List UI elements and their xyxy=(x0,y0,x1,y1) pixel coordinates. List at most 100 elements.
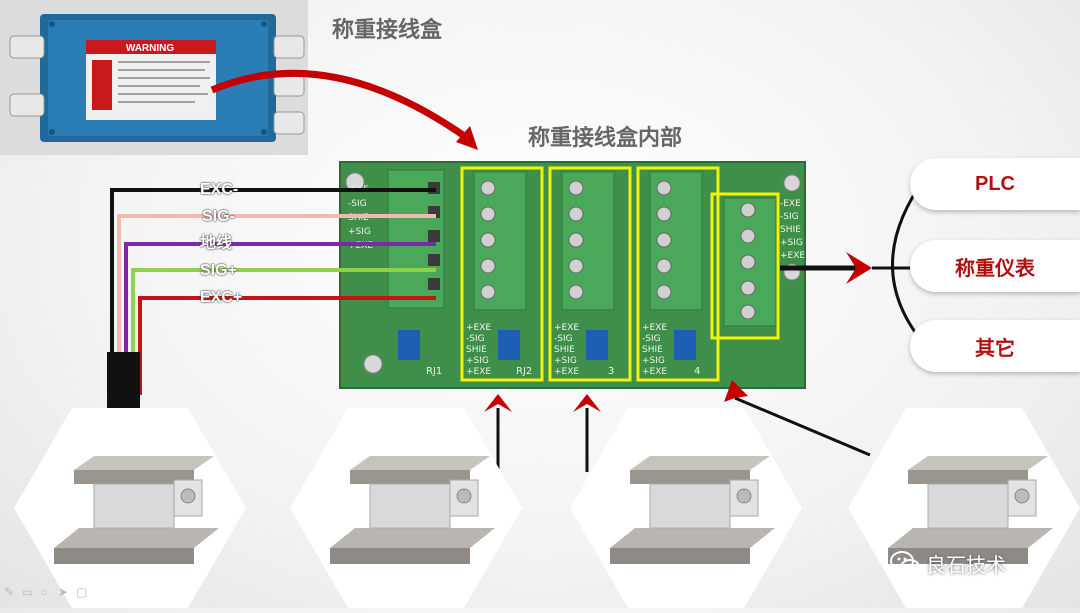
trim-potentiometer xyxy=(586,330,608,360)
channel-pin-label: SHIE xyxy=(466,345,487,355)
channel-highlight-box xyxy=(548,166,632,382)
channel-pin-label: +SIG xyxy=(554,356,577,366)
cable-sheath xyxy=(107,352,140,408)
up-arrow-icon xyxy=(573,394,601,412)
sensor-wires xyxy=(110,188,436,395)
wechat-icon xyxy=(890,551,920,575)
channel-pin-label: +EXE xyxy=(642,367,667,377)
output-label: PLC xyxy=(975,172,1015,195)
menu-icon[interactable]: ▢ xyxy=(76,585,88,599)
channel-id-label: RJ1 xyxy=(426,366,442,377)
output-label: 其它 xyxy=(975,337,1015,360)
junction-box-illustration: WARNING xyxy=(0,0,308,155)
output-pin-label: +SIG xyxy=(780,238,803,248)
board-screw-icon xyxy=(363,354,383,374)
terminal-screw-icon xyxy=(568,284,584,300)
up-arrow-icon xyxy=(484,394,512,412)
terminal-screw-icon xyxy=(568,232,584,248)
trim-potentiometer xyxy=(498,330,520,360)
channel-terminal-blocks: +EXE-SIGSHIE+SIG+EXE+EXE-SIGSHIE+SIG+EXE… xyxy=(398,166,720,382)
channel-pin-label: +SIG xyxy=(466,356,489,366)
output-pin-labels: -EXE -SIG SHIE +SIG +EXE xyxy=(780,199,805,261)
wire-label: EXC- xyxy=(200,181,239,198)
load-cell-icon xyxy=(330,456,495,564)
load-cell-card xyxy=(570,408,802,608)
junction-box-photo: WARNING xyxy=(0,0,308,155)
terminal-screw-icon xyxy=(480,284,496,300)
input-terminal-block xyxy=(387,169,445,309)
watermark-text: 良石技术 xyxy=(926,554,1006,577)
output-pin-label: +EXE xyxy=(780,251,805,261)
sensor-leads xyxy=(496,396,871,472)
terminal-screw-icon xyxy=(656,284,672,300)
channel-pin-label: +EXE xyxy=(466,367,491,377)
output-arrow-icon xyxy=(846,252,872,284)
channel-pin-label: SHIE xyxy=(554,345,575,355)
sensor-input-arrows xyxy=(484,380,748,412)
wire-label: EXC+ xyxy=(200,289,243,306)
load-cell-icon xyxy=(54,456,219,564)
channel-pin-label: -SIG xyxy=(554,334,573,344)
channel-pin-label: +EXE xyxy=(642,323,667,333)
input-pin-label: +SIG xyxy=(348,227,371,237)
output-plc: PLC xyxy=(910,158,1080,210)
wire-label: 地线 xyxy=(200,235,233,252)
terminal-screw-icon xyxy=(568,206,584,222)
channel-pin-label: SHIE xyxy=(642,345,663,355)
terminal-screw-icon xyxy=(568,258,584,274)
channel-pin-label: -SIG xyxy=(642,334,661,344)
pointer-icon[interactable]: ➤ xyxy=(58,585,69,599)
output-branch-bracket xyxy=(891,177,927,346)
diagonal-arrow-icon xyxy=(724,380,748,402)
load-cell-icon xyxy=(888,456,1053,564)
wire-sig-minus xyxy=(117,214,436,395)
output-other: 其它 xyxy=(910,320,1080,372)
output-pin-label: -EXE xyxy=(780,199,801,209)
channel-highlight-box xyxy=(460,166,544,382)
trim-potentiometer xyxy=(674,330,696,360)
wire-ground xyxy=(124,242,436,395)
wire-exc-minus xyxy=(110,188,436,395)
photo-to-board-arrowhead xyxy=(456,126,478,150)
channel-id-label: RJ2 xyxy=(516,366,532,377)
channel-pin-label: +EXE xyxy=(554,367,579,377)
pen-icon[interactable]: ✎ xyxy=(4,585,15,599)
terminal-screw-icon xyxy=(480,232,496,248)
input-pin-label: -SIG xyxy=(348,199,367,209)
zoom-icon[interactable]: ○ xyxy=(40,585,48,599)
board-screw-icon xyxy=(783,174,801,192)
output-weighing-indicator: 称重仪表 xyxy=(910,240,1080,292)
terminal-screw-icon xyxy=(656,258,672,274)
terminal-screw-icon xyxy=(480,206,496,222)
terminal-screw-icon xyxy=(656,232,672,248)
trim-potentiometer xyxy=(398,330,420,360)
channel-highlight-box xyxy=(636,166,720,382)
channel-pin-label: +SIG xyxy=(642,356,665,366)
channel-id-label: 4 xyxy=(694,366,700,377)
wire-label: SIG+ xyxy=(200,262,237,279)
terminal-screw-icon xyxy=(656,206,672,222)
watermark: 良石技术 xyxy=(890,548,1006,578)
output-pin-label: -SIG xyxy=(780,212,799,222)
junction-box-title: 称重接线盒 xyxy=(332,17,443,42)
output-highlight-box xyxy=(710,192,780,340)
slides-icon[interactable]: ▭ xyxy=(22,585,34,599)
channel-id-label: 3 xyxy=(608,366,614,377)
photo-to-board-arrow xyxy=(210,69,473,143)
terminal-screw-icon xyxy=(568,180,584,196)
channel-pin-label: -SIG xyxy=(466,334,485,344)
channel-pin-label: +EXE xyxy=(466,323,491,333)
output-terminal-block xyxy=(710,192,780,340)
junction-box-inside-title: 称重接线盒内部 xyxy=(528,125,683,150)
output-pin-label: SHIE xyxy=(780,225,801,235)
terminal-screw-icon xyxy=(480,258,496,274)
warning-label-text: WARNING xyxy=(126,43,175,54)
terminal-screw-icon xyxy=(480,180,496,196)
terminal-screw-icon xyxy=(656,180,672,196)
output-label: 称重仪表 xyxy=(955,257,1035,280)
slide-toolbar[interactable]: ✎ ▭ ○ ➤ ▢ xyxy=(4,586,89,599)
channel-pin-label: +EXE xyxy=(554,323,579,333)
load-cell-icon xyxy=(610,456,775,564)
wire-label: SIG- xyxy=(202,208,235,225)
